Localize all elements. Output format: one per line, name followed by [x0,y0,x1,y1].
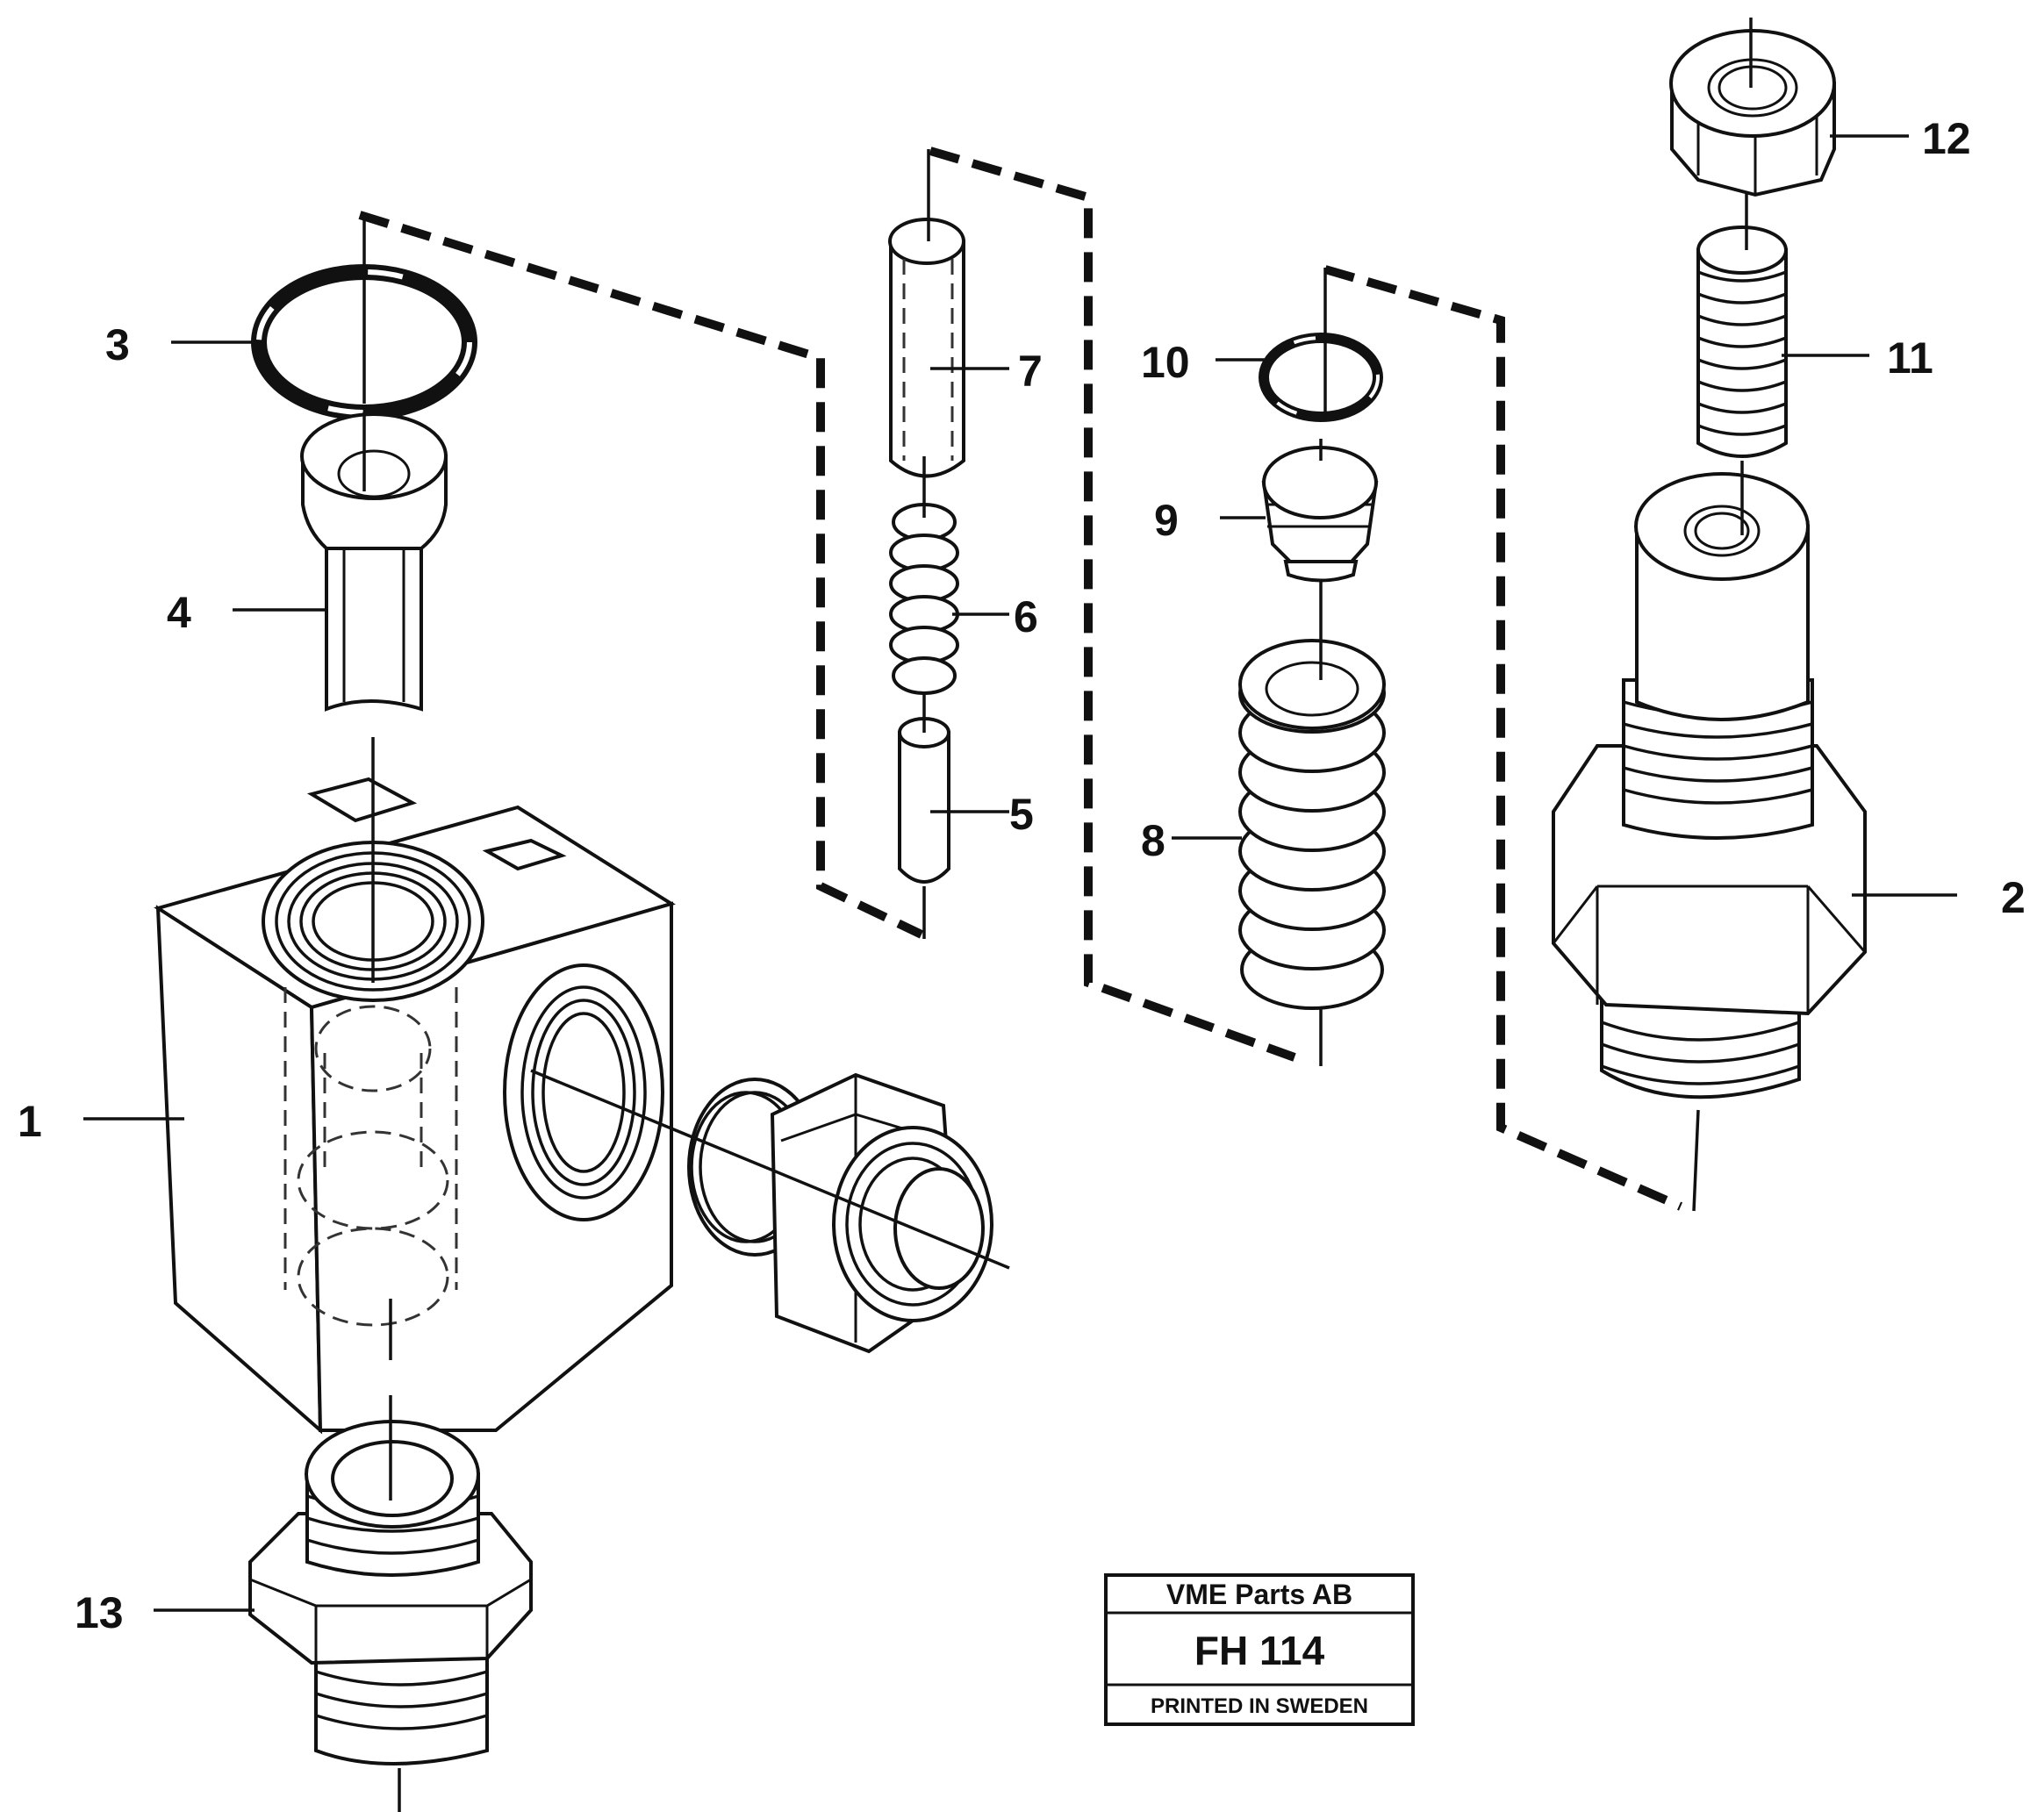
side-port-axis [530,1069,1010,1270]
title-block-footer: PRINTED IN SWEDEN [1151,1694,1368,1718]
axis-right-stack [1692,18,1753,1212]
part-7-piston [888,218,965,478]
callout-8: 8 [1141,816,1165,865]
part-12-nut [1669,29,1836,197]
axis-spring-stack [1319,268,1327,1066]
callout-12: 12 [1922,114,1971,163]
axis-left-lower [389,1299,401,1812]
part-2-adjuster-body [1552,472,1867,1099]
callout-13: 13 [75,1588,124,1637]
callout-2: 2 [2001,873,2026,922]
side-union-fitting [687,1072,993,1354]
title-block: VME Parts AB FH 114 PRINTED IN SWEDEN [1104,1573,1415,1726]
callout-7: 7 [1018,347,1043,396]
callout-3: 3 [105,320,130,369]
title-block-company: VME Parts AB [1166,1579,1352,1610]
axis-middle-stack [922,149,930,939]
part-10-small-o-ring [1259,333,1383,422]
title-block-code: FH 114 [1194,1628,1325,1673]
callout-6: 6 [1014,592,1038,641]
callout-10: 10 [1141,338,1190,387]
part-4-sleeve [300,412,448,712]
leader-lines [83,134,1957,1612]
assembly-chain-middle [929,147,1296,1062]
part-1-valve-housing [154,777,676,1435]
part-9-valve-cap [1261,446,1379,583]
callout-5: 5 [1009,790,1034,839]
part-6-small-spring [889,503,959,695]
callout-11: 11 [1887,333,1933,383]
callout-4: 4 [167,588,191,637]
part-13-lower-union [248,1420,533,1765]
part-5-pin [898,717,950,884]
axis-left-stack [362,215,375,983]
assembly-chain-right [1323,265,1683,1211]
part-8-large-spring [1238,639,1386,1010]
callout-1: 1 [18,1097,42,1146]
callout-9: 9 [1154,496,1179,545]
part-11-threaded-stud [1696,226,1788,458]
assembly-chain-left [358,211,924,939]
